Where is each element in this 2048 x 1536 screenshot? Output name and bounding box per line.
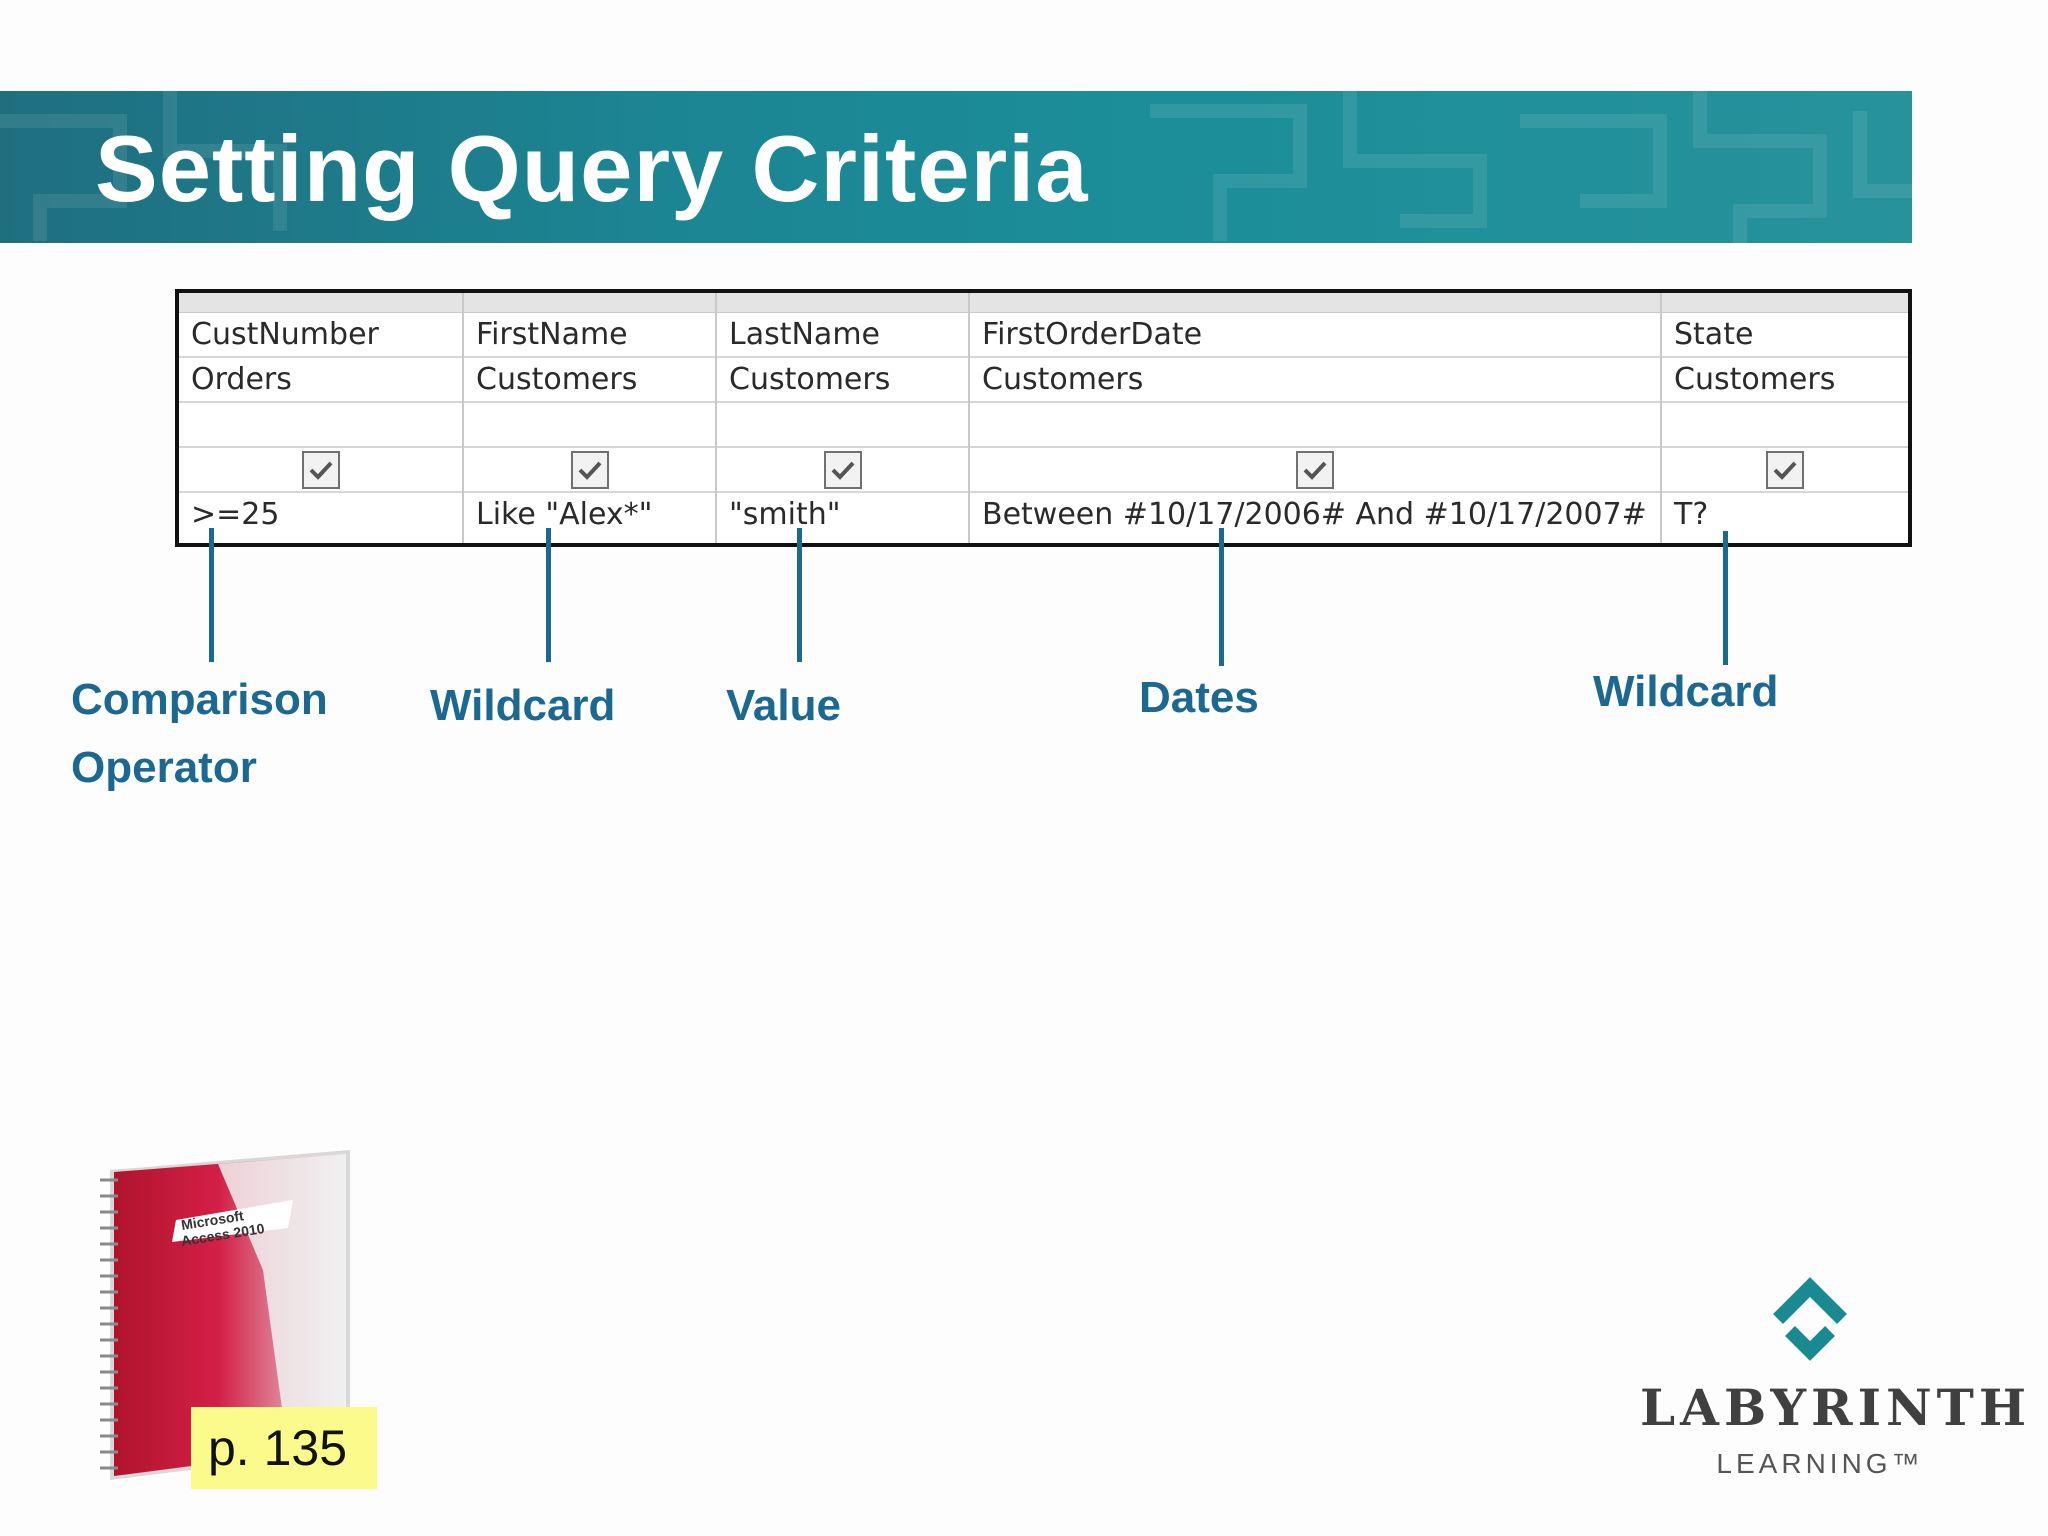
callout-line-dates xyxy=(1219,528,1224,666)
show-checkbox[interactable] xyxy=(823,450,862,489)
checkmark-icon xyxy=(1303,461,1327,480)
column-selector[interactable] xyxy=(464,293,715,313)
book-cover-image: Microsoft Access 2010 xyxy=(88,1150,358,1492)
show-cell xyxy=(464,448,715,493)
field-cell[interactable]: FirstName xyxy=(464,313,715,358)
callout-line-comparison xyxy=(209,528,214,662)
criteria-cell[interactable]: Like "Alex*" xyxy=(476,497,653,532)
show-checkbox[interactable] xyxy=(1766,450,1804,489)
logo-tagline: LEARNING™ xyxy=(1716,1448,1924,1479)
checkmark-icon xyxy=(831,461,854,480)
grid-column-firstorderdate: FirstOrderDate Customers Between #10/17/… xyxy=(970,293,1662,543)
callout-comparison-operator: Comparison Operator xyxy=(71,666,328,802)
show-cell xyxy=(970,448,1660,493)
grid-column-firstname: FirstName Customers Like "Alex*" xyxy=(464,293,717,543)
callout-dates: Dates xyxy=(1139,673,1259,722)
callout-value: Value xyxy=(726,681,841,730)
grid-column-state: State Customers T? xyxy=(1662,293,1908,543)
callout-wildcard-2: Wildcard xyxy=(1593,667,1779,716)
column-selector[interactable] xyxy=(179,293,462,313)
show-cell xyxy=(1662,448,1908,493)
table-cell[interactable]: Customers xyxy=(464,358,715,403)
table-cell[interactable]: Orders xyxy=(179,358,462,403)
criteria-cell[interactable]: "smith" xyxy=(729,497,841,532)
checkmark-icon xyxy=(578,461,601,480)
show-checkbox[interactable] xyxy=(301,450,340,489)
column-selector[interactable] xyxy=(717,293,968,313)
column-selector[interactable] xyxy=(970,293,1660,313)
callout-line-wildcard-2 xyxy=(1723,531,1728,665)
callout-comparison-line2: Operator xyxy=(71,743,257,792)
banner-maze-pattern xyxy=(0,91,1912,243)
sort-cell[interactable] xyxy=(464,403,715,448)
sort-cell[interactable] xyxy=(970,403,1660,448)
page-reference-badge: p. 135 xyxy=(191,1407,377,1489)
table-cell[interactable]: Customers xyxy=(1662,358,1908,403)
query-design-grid: CustNumber Orders >=25 FirstName Custome… xyxy=(175,289,1912,547)
field-cell[interactable]: State xyxy=(1662,313,1908,358)
callout-line-value xyxy=(797,528,802,662)
logo-wordmark: LABYRINTH xyxy=(1640,1378,2032,1437)
show-checkbox[interactable] xyxy=(570,450,609,489)
slide-title: Setting Query Criteria xyxy=(95,116,1089,221)
sort-cell[interactable] xyxy=(717,403,968,448)
callout-wildcard-1: Wildcard xyxy=(430,681,616,730)
callout-comparison-line1: Comparison xyxy=(71,675,328,724)
grid-column-custnumber: CustNumber Orders >=25 xyxy=(179,293,464,543)
column-selector[interactable] xyxy=(1662,293,1908,313)
criteria-cell[interactable]: T? xyxy=(1674,497,1709,532)
field-cell[interactable]: CustNumber xyxy=(179,313,462,358)
show-cell xyxy=(179,448,462,493)
grid-column-lastname: LastName Customers "smith" xyxy=(717,293,970,543)
show-cell xyxy=(717,448,968,493)
table-cell[interactable]: Customers xyxy=(717,358,968,403)
checkmark-icon xyxy=(309,461,332,480)
checkmark-icon xyxy=(1773,461,1797,480)
labyrinth-logo-icon xyxy=(1773,1277,1847,1361)
callout-line-wildcard-1 xyxy=(546,528,551,662)
criteria-cell[interactable]: >=25 xyxy=(191,497,280,532)
sort-cell[interactable] xyxy=(1662,403,1908,448)
title-banner: Setting Query Criteria xyxy=(0,91,1912,243)
field-cell[interactable]: LastName xyxy=(717,313,968,358)
field-cell[interactable]: FirstOrderDate xyxy=(970,313,1660,358)
table-cell[interactable]: Customers xyxy=(970,358,1660,403)
criteria-cell[interactable]: Between #10/17/2006# And #10/17/2007# xyxy=(982,497,1647,532)
sort-cell[interactable] xyxy=(179,403,462,448)
show-checkbox[interactable] xyxy=(1296,450,1334,489)
